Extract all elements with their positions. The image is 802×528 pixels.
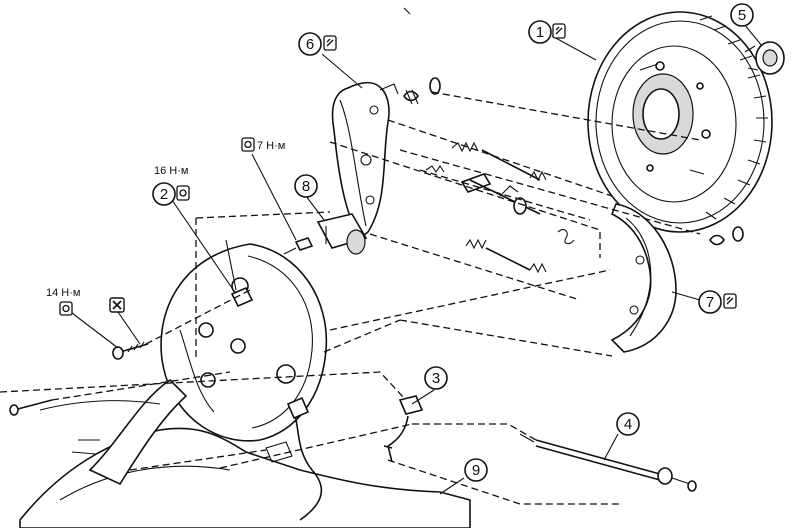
callout-2-number: 2	[160, 186, 168, 203]
hub-cap	[744, 41, 785, 75]
callout-5-number: 5	[738, 7, 746, 24]
callout-7: 7	[698, 290, 737, 314]
callout-7-number: 7	[706, 294, 714, 311]
brake-shoe-leading	[331, 81, 399, 240]
brake-hose	[265, 396, 323, 521]
grease-icon	[552, 23, 566, 39]
grease-icon	[323, 35, 337, 51]
callout-8-number: 8	[302, 178, 310, 195]
callout-1-number: 1	[536, 24, 544, 41]
callout-3: 3	[424, 366, 448, 390]
callout-9: 9	[464, 458, 488, 482]
callout-6: 6	[298, 32, 337, 56]
callout-8: 8	[294, 174, 318, 198]
callout-1: 1	[528, 20, 566, 44]
callout-4-number: 4	[624, 416, 632, 433]
replace-x-icon	[109, 297, 125, 313]
return-spring-upper	[451, 141, 547, 182]
brake-drum	[587, 11, 773, 233]
hub-bolt	[112, 341, 149, 360]
torque-hub-bolt-group: 14 Н·м	[46, 287, 80, 316]
torque-bleeder-group: 7 Н·м	[241, 137, 285, 152]
hold-down-spring-lower	[709, 226, 744, 246]
callout-5: 5	[730, 3, 754, 27]
callout-9-number: 9	[472, 462, 480, 479]
torque-hub-bolt: 14 Н·м	[46, 287, 80, 299]
callout-leaders	[67, 23, 763, 495]
hold-down-spring-upper	[403, 77, 441, 105]
corner-mark	[403, 7, 411, 15]
cable-bracket	[383, 395, 424, 463]
long-bolt	[9, 399, 53, 416]
callout-3-number: 3	[432, 370, 440, 387]
callout-6-number: 6	[306, 36, 314, 53]
parking-brake-cable	[519, 433, 697, 492]
grease-icon	[176, 185, 190, 201]
sealant-icon	[241, 137, 255, 152]
return-spring-lower	[465, 238, 547, 274]
wheel-cylinder	[283, 213, 368, 255]
sealant-icon	[59, 301, 73, 316]
brake-shoe-trailing	[610, 203, 677, 353]
torque-bleeder: 7 Н·м	[257, 140, 285, 152]
rear-axle-beam	[19, 378, 471, 528]
grease-icon	[723, 293, 737, 309]
backing-plate-bolt	[225, 239, 254, 308]
callout-4: 4	[616, 412, 640, 436]
callout-2: 2 16 Н·м	[152, 165, 190, 206]
torque-backing-plate: 16 Н·м	[154, 165, 188, 177]
assembly-lines	[0, 91, 701, 505]
